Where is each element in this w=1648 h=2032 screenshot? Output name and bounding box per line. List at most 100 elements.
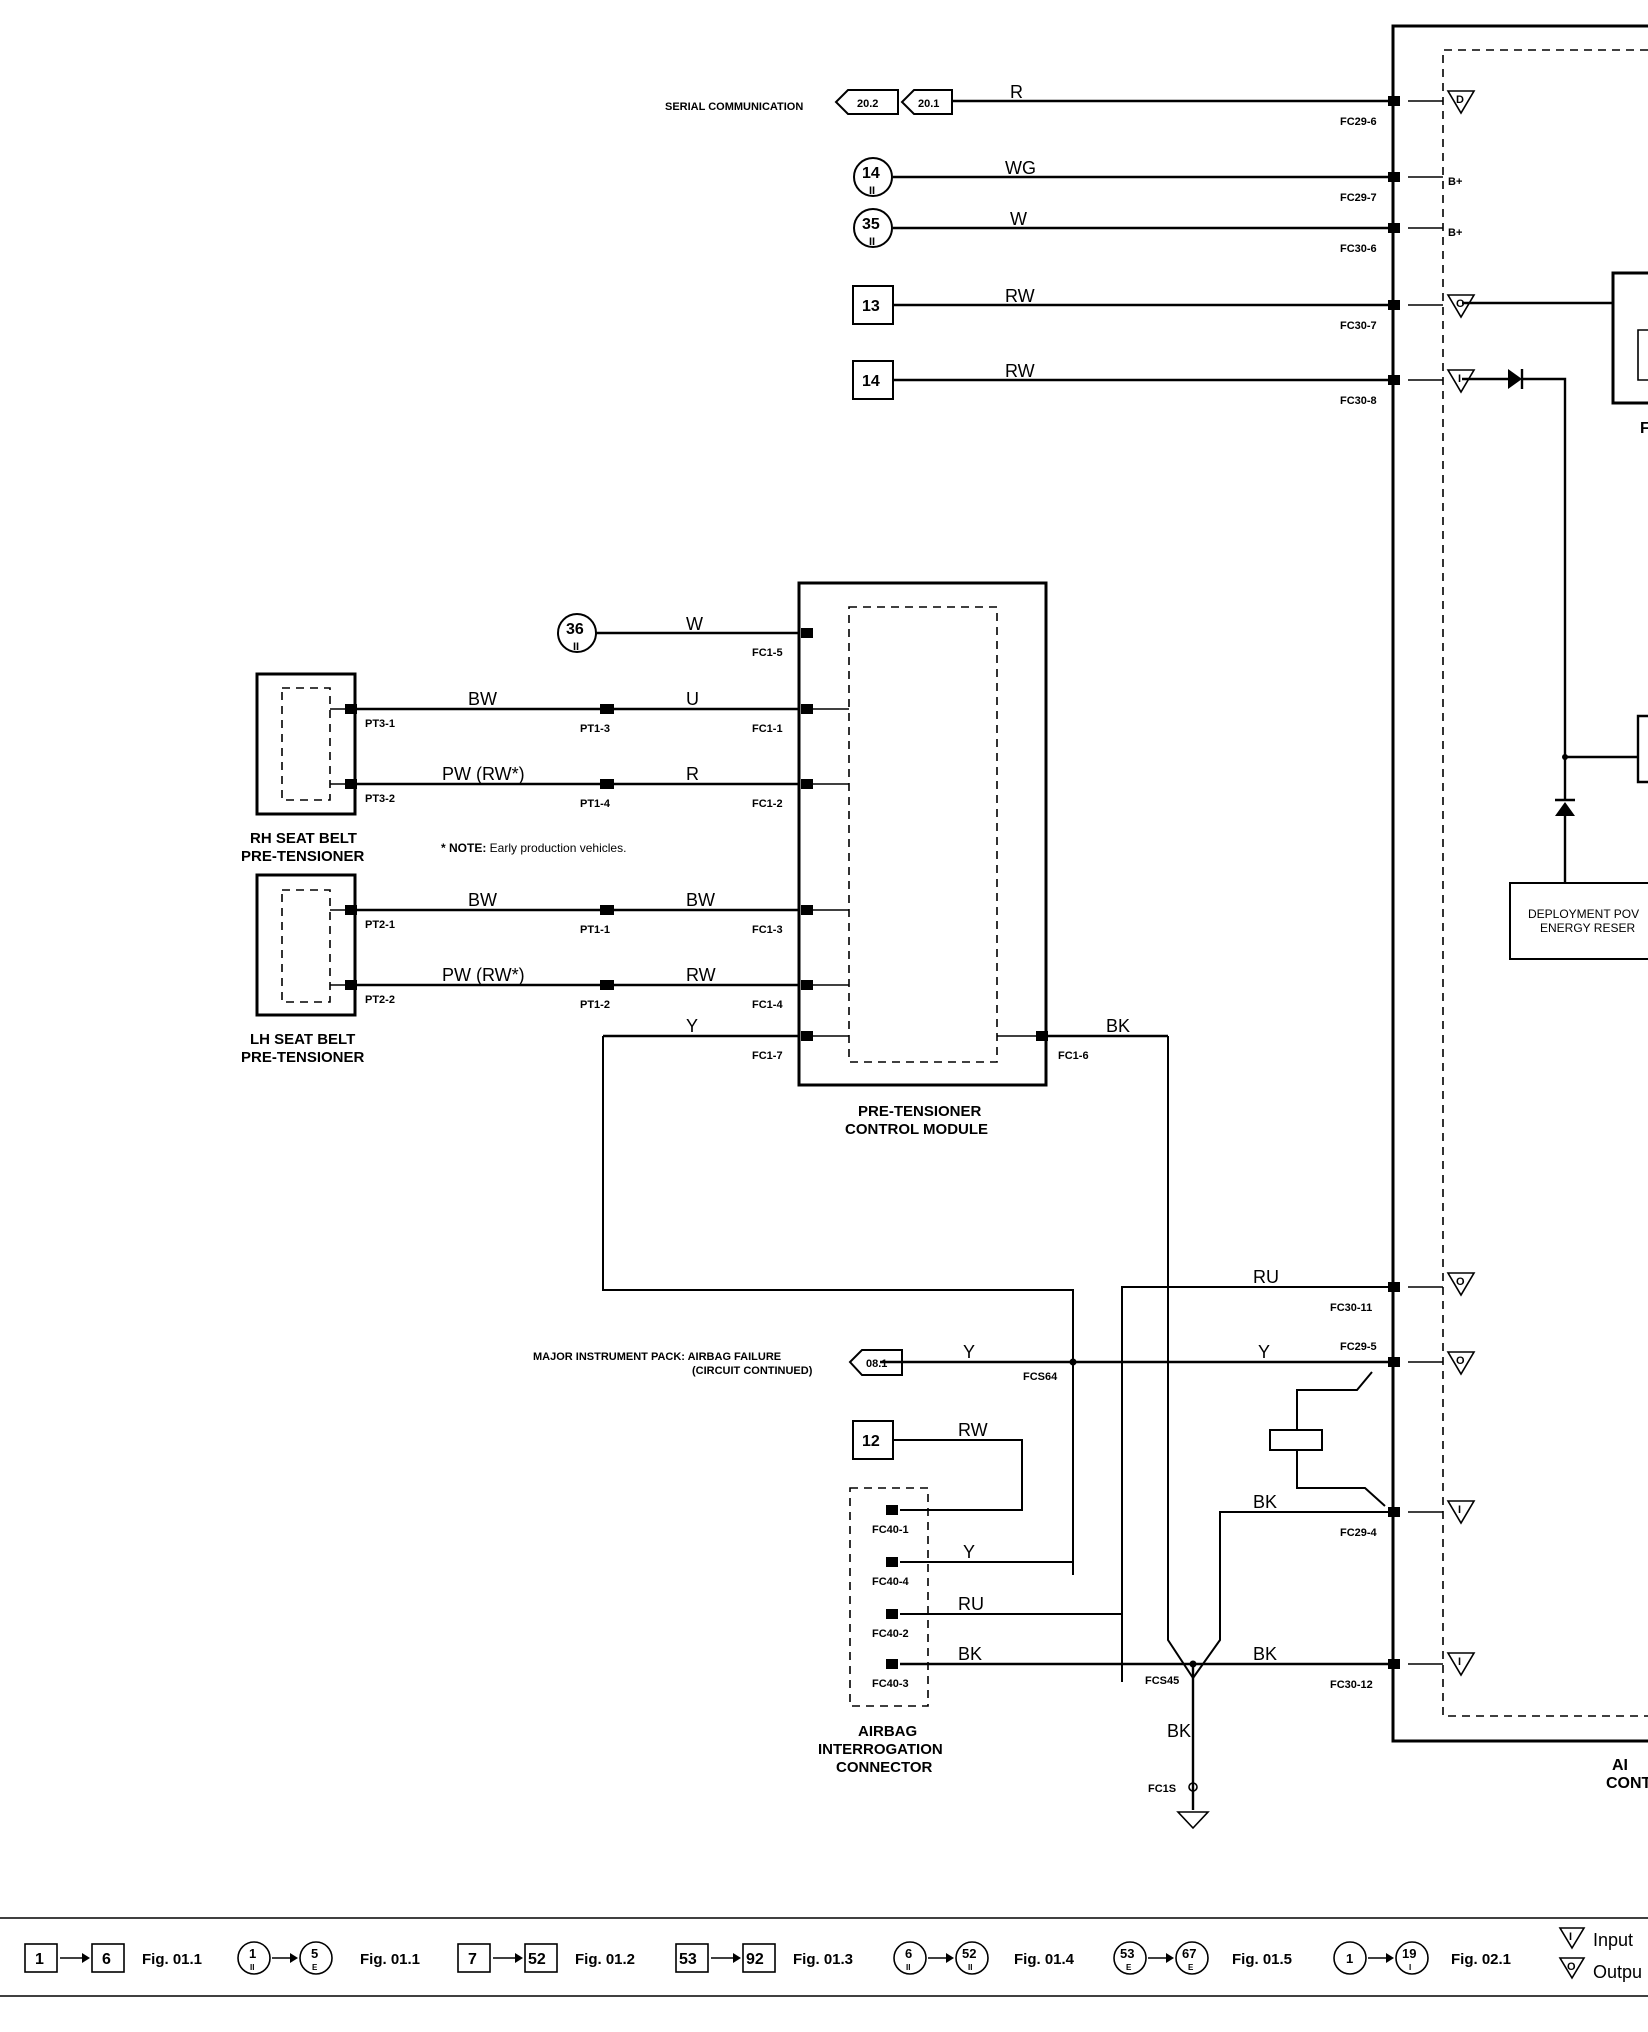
serial-ref-b: 20.1 — [918, 98, 939, 110]
airbag-interrogation-connector: FC40-1 FC40-4 FC40-2 FC40-3 AIRBAG INTER… — [818, 1487, 943, 1776]
svg-text:FC1-5: FC1-5 — [752, 647, 783, 659]
pin-label: FC30-6 — [1340, 243, 1377, 255]
svg-text:II: II — [968, 1963, 972, 1972]
svg-text:PT1-2: PT1-2 — [580, 999, 610, 1011]
ref-box-13: 13 — [852, 285, 894, 325]
svg-text:FC1S: FC1S — [1148, 1783, 1176, 1795]
deployment-label: DEPLOYMENT POV — [1528, 907, 1639, 921]
svg-text:PT1-3: PT1-3 — [580, 723, 610, 735]
deployment-label-2: ENERGY RESER — [1540, 921, 1635, 935]
svg-text:Input: Input — [1593, 1930, 1633, 1950]
ref-box-14: 14 — [852, 360, 894, 400]
svg-text:08.1: 08.1 — [866, 1358, 887, 1370]
svg-text:92: 92 — [746, 1951, 764, 1968]
acm-label-2: CONT — [1606, 1775, 1648, 1792]
acm-wires: R WG W RW RW FC29-6 FC29-7 FC30-6 FC30-7… — [893, 82, 1476, 1677]
diode-icon-2 — [1555, 802, 1575, 816]
svg-text:PT1-4: PT1-4 — [580, 798, 611, 810]
svg-text:1: 1 — [249, 1946, 256, 1961]
svg-text:LH SEAT BELT: LH SEAT BELT — [250, 1031, 355, 1048]
output-triangle-icon — [1558, 1957, 1586, 1980]
svg-text:PW (RW*): PW (RW*) — [442, 965, 525, 985]
svg-text:PRE-TENSIONER: PRE-TENSIONER — [241, 848, 365, 865]
svg-text:FC1-3: FC1-3 — [752, 924, 783, 936]
svg-text:53: 53 — [1120, 1946, 1134, 1961]
svg-text:FCS45: FCS45 — [1145, 1675, 1179, 1687]
svg-text:Fig. 01.3: Fig. 01.3 — [793, 1951, 853, 1968]
svg-text:RW: RW — [686, 965, 716, 985]
ptcm-label-2: CONTROL MODULE — [845, 1121, 988, 1138]
svg-text:II: II — [250, 1963, 254, 1972]
svg-text:FC1-7: FC1-7 — [752, 1050, 783, 1062]
bplus-label: B+ — [1448, 227, 1462, 239]
svg-text:II: II — [869, 185, 875, 197]
serial-communication: SERIAL COMMUNICATION 20.2 20.1 — [665, 89, 953, 115]
svg-text:12: 12 — [862, 1433, 880, 1450]
svg-text:Fig. 01.4: Fig. 01.4 — [1014, 1951, 1075, 1968]
serial-label: SERIAL COMMUNICATION — [665, 101, 803, 113]
svg-text:14: 14 — [862, 165, 880, 182]
airbag-control-module: AI CONT — [1391, 24, 1648, 1792]
svg-text:RW: RW — [958, 1420, 988, 1440]
rh-seat-belt-pretensioner: RH SEAT BELT PRE-TENSIONER — [241, 672, 365, 865]
svg-text:FC29-4: FC29-4 — [1340, 1527, 1378, 1539]
wire-label: W — [1010, 209, 1027, 229]
svg-text:O: O — [1567, 1961, 1576, 1973]
connector-pins — [1388, 96, 1400, 385]
svg-text:PT2-2: PT2-2 — [365, 994, 395, 1006]
bplus-label: B+ — [1448, 176, 1462, 188]
svg-text:19: 19 — [1402, 1946, 1416, 1961]
svg-text:O: O — [1456, 1355, 1465, 1367]
svg-text:BK: BK — [1106, 1016, 1130, 1036]
svg-text:RU: RU — [1253, 1267, 1279, 1287]
wire-label: RW — [1005, 361, 1035, 381]
note: * NOTE: Early production vehicles. — [441, 841, 626, 855]
svg-text:I: I — [1458, 373, 1461, 385]
ref-circle-14: 14 II — [853, 157, 893, 197]
svg-text:Y: Y — [963, 1542, 975, 1562]
svg-text:CONNECTOR: CONNECTOR — [836, 1759, 933, 1776]
svg-text:I: I — [1458, 1504, 1461, 1516]
svg-text:BW: BW — [686, 890, 715, 910]
svg-text:U: U — [686, 689, 699, 709]
svg-text:O: O — [1456, 298, 1465, 310]
right-f-label: F — [1640, 420, 1648, 437]
pretensioner-wires: W BW U PW (RW*) R BW BW PW (RW*) RW Y BK… — [330, 614, 1194, 1679]
svg-text:PT1-1: PT1-1 — [580, 924, 610, 936]
svg-text:E: E — [1126, 1963, 1132, 1972]
svg-text:FC1-2: FC1-2 — [752, 798, 783, 810]
legend-item: 1 6 Fig. 01.1 — [24, 1943, 202, 1973]
ref-box-12: 12 — [852, 1420, 894, 1460]
legend-item: 1II 5E Fig. 01.1 — [237, 1941, 420, 1975]
legend-item: 53 92 Fig. 01.3 — [675, 1943, 853, 1973]
svg-text:BK: BK — [1253, 1644, 1277, 1664]
lh-seat-belt-pretensioner: LH SEAT BELT PRE-TENSIONER — [241, 873, 365, 1066]
input-triangle-icon — [1558, 1927, 1586, 1950]
connector-pins — [345, 628, 1048, 1041]
svg-text:I: I — [1569, 1931, 1572, 1943]
legend-item: 1 19I Fig. 02.1 — [1333, 1941, 1511, 1975]
wire-label: WG — [1005, 158, 1036, 178]
svg-text:BW: BW — [468, 689, 497, 709]
major-instrument-pack-ref: MAJOR INSTRUMENT PACK: AIRBAG FAILURE (C… — [533, 1349, 903, 1377]
legend-item: 7 52 Fig. 01.2 — [457, 1943, 635, 1973]
svg-text:RH SEAT BELT: RH SEAT BELT — [250, 830, 357, 847]
svg-text:I: I — [1409, 1963, 1411, 1972]
svg-text:(CIRCUIT CONTINUED): (CIRCUIT CONTINUED) — [692, 1365, 813, 1377]
svg-text:II: II — [906, 1963, 910, 1972]
svg-text:FC40-3: FC40-3 — [872, 1678, 909, 1690]
svg-text:FC1-6: FC1-6 — [1058, 1050, 1089, 1062]
svg-text:FC30-12: FC30-12 — [1330, 1679, 1373, 1691]
lower-wires: RU Y Y BK BK RW Y RU BK BK FC30-11 FC29-… — [880, 1267, 1443, 1830]
svg-text:1: 1 — [35, 1951, 44, 1968]
svg-text:BW: BW — [468, 890, 497, 910]
svg-text:BK: BK — [958, 1644, 982, 1664]
ptcm-label: PRE-TENSIONER — [858, 1103, 982, 1120]
svg-text:AIRBAG: AIRBAG — [858, 1723, 917, 1740]
svg-text:RU: RU — [958, 1594, 984, 1614]
svg-text:Fig. 01.2: Fig. 01.2 — [575, 1951, 635, 1968]
svg-text:36: 36 — [566, 621, 584, 638]
acm-label: AI — [1612, 1757, 1628, 1774]
svg-text:13: 13 — [862, 298, 880, 315]
